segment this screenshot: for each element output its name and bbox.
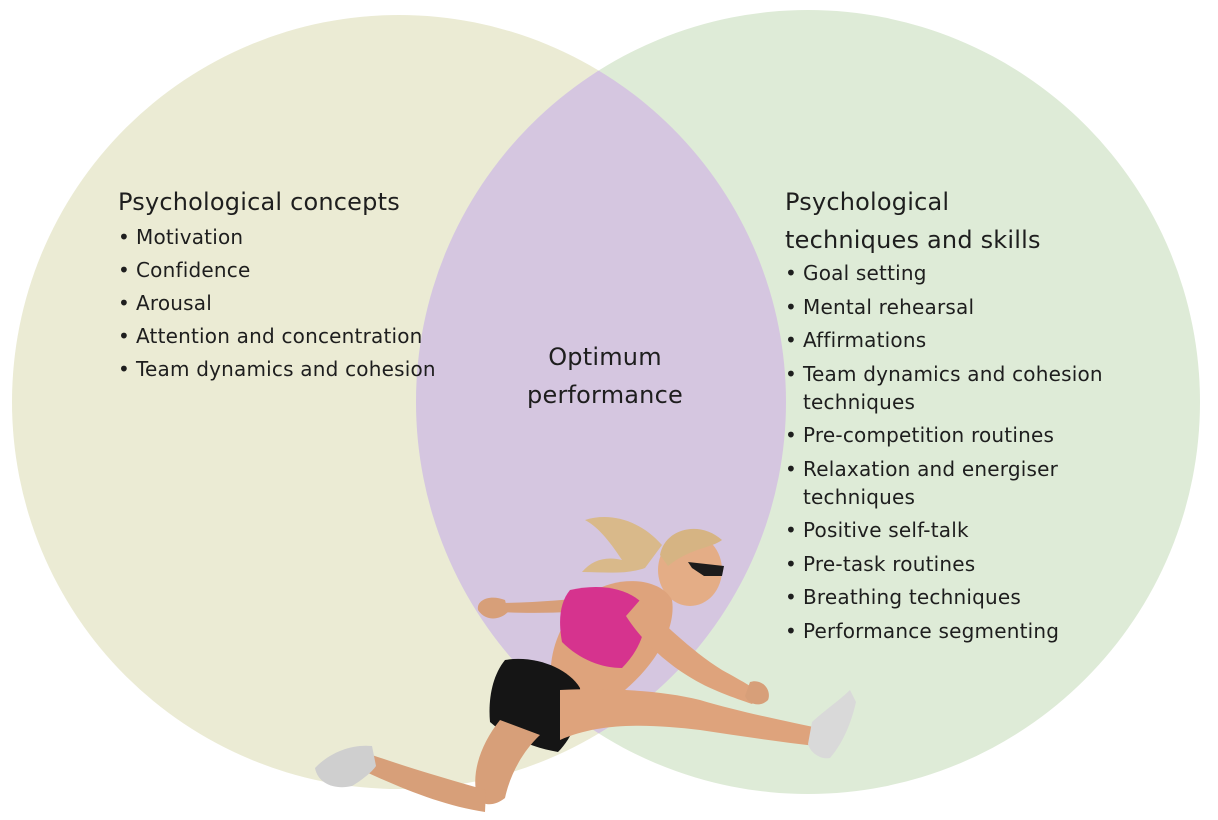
overlap-label-line2: performance xyxy=(527,381,683,409)
left-set-heading: Psychological concepts xyxy=(118,188,400,216)
lead-shoe xyxy=(808,690,856,759)
left-list-item: Confidence xyxy=(118,254,436,287)
sunglasses-icon xyxy=(688,562,724,576)
right-list-item: Goal setting xyxy=(785,259,1125,287)
left-list-item: Motivation xyxy=(118,221,436,254)
right-list-item: Team dynamics and cohesion techniques xyxy=(785,360,1125,416)
right-list-item: Mental rehearsal xyxy=(785,293,1125,321)
front-hand xyxy=(745,681,769,705)
right-list-item: Positive self-talk xyxy=(785,516,1125,544)
right-list-item: Pre-competition routines xyxy=(785,421,1125,449)
left-list-item: Arousal xyxy=(118,287,436,320)
front-arm xyxy=(626,600,762,704)
left-set-list: Motivation Confidence Arousal Attention … xyxy=(118,221,436,386)
left-list-item: Team dynamics and cohesion xyxy=(118,353,436,386)
trail-shin xyxy=(366,755,486,812)
right-list-item: Pre-task routines xyxy=(785,550,1125,578)
right-set-list: Goal setting Mental rehearsal Affirmatio… xyxy=(785,259,1125,645)
right-heading-line2: techniques and skills xyxy=(785,226,1041,254)
rear-hand xyxy=(477,597,508,619)
right-set-text: Psychological techniques and skills Goal… xyxy=(785,183,1125,650)
hair-top xyxy=(660,528,722,566)
overlap-label: Optimum performance xyxy=(500,338,710,414)
right-set-heading: Psychological techniques and skills xyxy=(785,183,1125,259)
right-heading-line1: Psychological xyxy=(785,188,950,216)
overlap-label-line1: Optimum xyxy=(548,343,662,371)
lead-leg xyxy=(560,689,818,746)
right-list-item: Performance segmenting xyxy=(785,617,1125,645)
right-list-item: Relaxation and energiser techniques xyxy=(785,455,1125,511)
ponytail xyxy=(582,517,662,573)
right-list-item: Affirmations xyxy=(785,326,1125,354)
right-list-item: Breathing techniques xyxy=(785,583,1125,611)
trail-thigh xyxy=(475,720,540,805)
pink-sports-top xyxy=(560,586,646,668)
trail-shoe xyxy=(315,745,376,788)
left-set-text: Psychological concepts Motivation Confid… xyxy=(118,183,436,386)
left-list-item: Attention and concentration xyxy=(118,320,436,353)
